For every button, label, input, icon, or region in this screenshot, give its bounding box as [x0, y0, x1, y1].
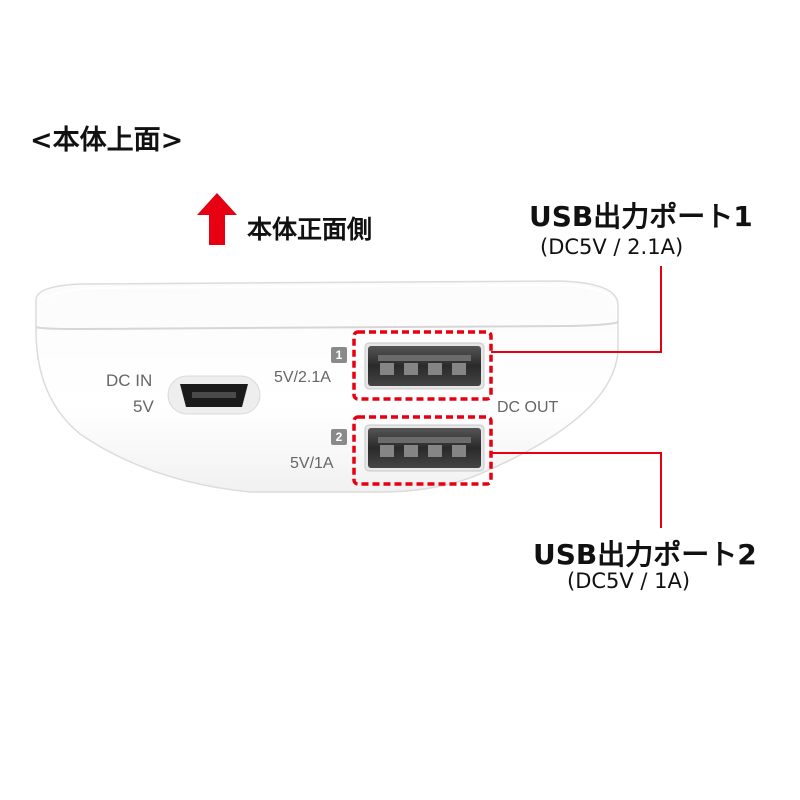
front-direction-arrow-icon	[197, 193, 237, 245]
port1-callout-title: USB出力ポート1	[529, 200, 753, 233]
port2-callout-spec: (DC5V / 1A)	[567, 569, 691, 593]
section-title: <本体上面>	[30, 125, 184, 156]
port2-callout-title: USB出力ポート2	[533, 538, 757, 571]
port2-rating: 5V/1A	[290, 455, 334, 472]
usb-port-1	[364, 342, 485, 390]
port1-rating: 5V/2.1A	[274, 369, 331, 386]
port1-callout-spec: (DC5V / 2.1A)	[540, 235, 684, 259]
usb-port-2	[364, 424, 485, 472]
dc-out-label: DC OUT	[497, 399, 559, 416]
dc-in-voltage: 5V	[133, 397, 154, 416]
front-side-label: 本体正面側	[247, 215, 373, 244]
micro-usb-port-icon	[167, 375, 261, 415]
port1-leader-line	[491, 266, 662, 353]
lid-seam	[35, 321, 619, 331]
port1-highlight-box	[352, 330, 493, 401]
port2-highlight-box	[352, 415, 493, 486]
port2-number-badge: 2	[331, 429, 347, 445]
dc-in-label: DC IN	[106, 371, 153, 390]
port2-leader-line	[491, 452, 662, 528]
port1-number-badge: 1	[331, 347, 347, 363]
